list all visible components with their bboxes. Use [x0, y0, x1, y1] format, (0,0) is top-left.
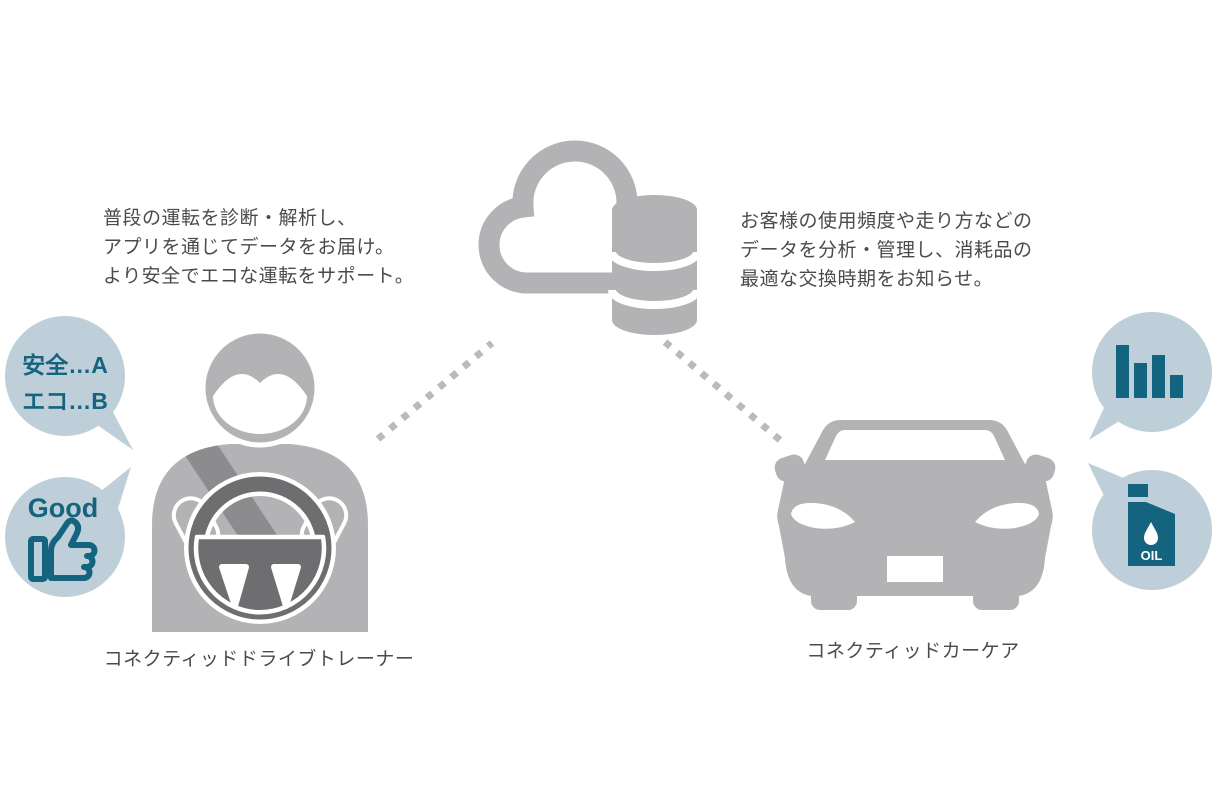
score-line-safety: 安全…A — [22, 352, 108, 378]
right-description-line1: お客様の使用頻度や走り方などの — [740, 211, 1033, 232]
car-windshield — [825, 430, 1005, 460]
license-plate — [887, 556, 943, 582]
oil-drop-icon — [1144, 522, 1158, 545]
cloud-database-icon — [478, 140, 701, 335]
right-description-line3: 最適な交換時期をお知らせ。 — [740, 269, 994, 290]
score-line-eco: エコ…B — [22, 388, 108, 414]
steering-wheel — [184, 472, 336, 624]
left-description-line3: より安全でエコな運転をサポート。 — [103, 266, 415, 287]
right-description-line2: データを分析・管理し、消耗品の — [740, 240, 1033, 261]
left-description-line1: 普段の運転を診断・解析し、 — [103, 208, 357, 229]
oil-label: OIL — [1141, 548, 1163, 563]
dotted-line-left — [375, 340, 495, 442]
thumbs-up-icon — [28, 517, 98, 582]
dotted-connectors — [375, 339, 783, 443]
database-icon — [608, 195, 701, 335]
left-caption: コネクティッドドライブトレーナー — [103, 649, 415, 670]
speech-bubble-tail — [1088, 463, 1133, 506]
car-body — [777, 420, 1053, 596]
car-illustration — [774, 420, 1056, 610]
car-left-headlight — [791, 502, 855, 529]
oil-can-icon: OIL — [1128, 484, 1175, 566]
right-description: お客様の使用頻度や走り方などの データを分析・管理し、消耗品の 最適な交換時期を… — [740, 207, 1033, 294]
car-right-headlight — [975, 502, 1039, 529]
right-caption: コネクティッドカーケア — [806, 641, 1020, 662]
dotted-line-right — [662, 339, 783, 443]
speech-bubble-good: Good — [5, 467, 131, 597]
speech-bubble-chart — [1089, 312, 1212, 440]
good-label: Good — [28, 493, 98, 523]
left-description: 普段の運転を診断・解析し、 アプリを通じてデータをお届け。 より安全でエコな運転… — [103, 204, 414, 291]
speech-bubble-score: 安全…A エコ…B — [5, 316, 133, 450]
driver-face — [213, 374, 307, 434]
driver-illustration — [152, 328, 368, 632]
bar-chart-icon — [1116, 345, 1183, 398]
speech-bubble-oil: OIL — [1088, 463, 1212, 590]
left-description-line2: アプリを通じてデータをお届け。 — [103, 237, 395, 258]
